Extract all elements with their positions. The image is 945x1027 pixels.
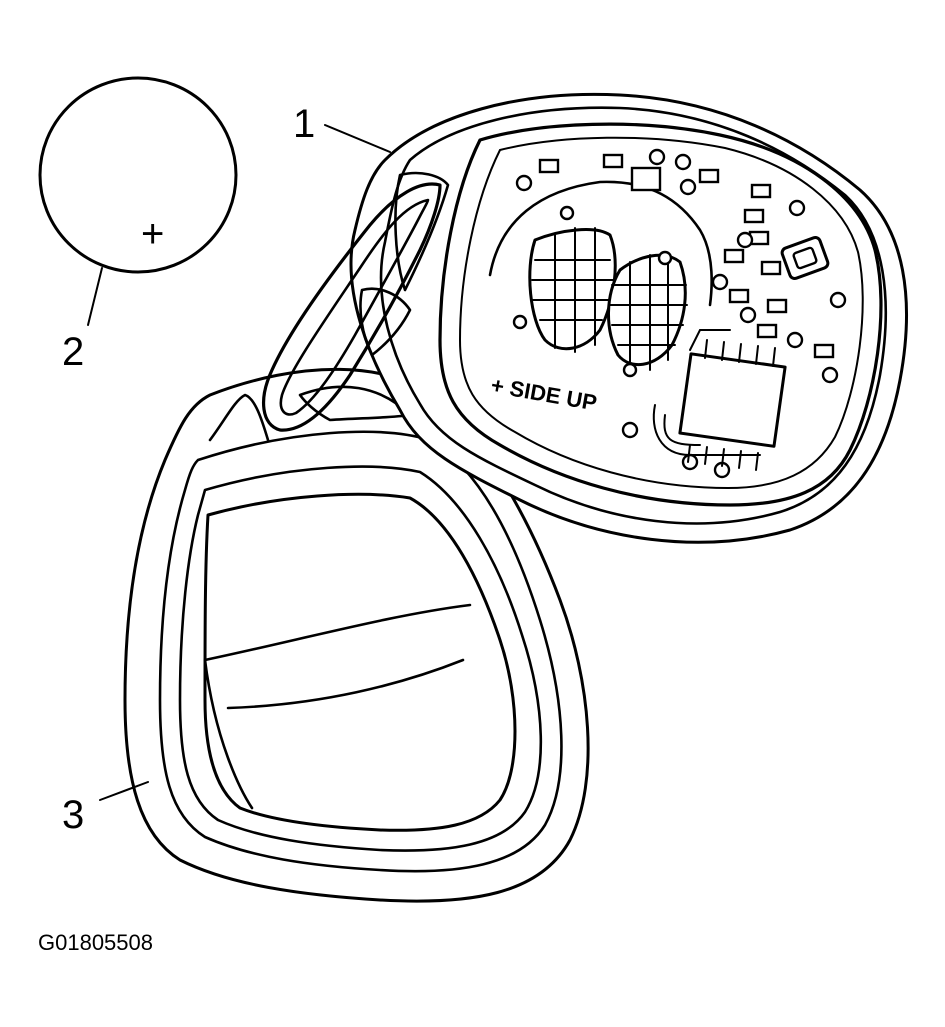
transmitter-board: + SIDE UP xyxy=(349,92,908,544)
leader-line-2 xyxy=(87,267,103,326)
coin-battery: + xyxy=(38,76,238,274)
fob-housing xyxy=(123,367,590,903)
callout-2: 2 xyxy=(62,330,84,374)
coil-right xyxy=(607,253,688,371)
battery-polarity-marking: + xyxy=(141,212,164,256)
ic-chip xyxy=(678,339,787,471)
leader-line-1 xyxy=(324,124,391,153)
callout-3: 3 xyxy=(62,793,84,837)
leader-line-3 xyxy=(99,781,149,801)
figure-id: G01805508 xyxy=(38,930,153,955)
coil-left xyxy=(528,227,617,353)
callout-1: 1 xyxy=(293,102,315,146)
key-ring xyxy=(262,182,442,432)
